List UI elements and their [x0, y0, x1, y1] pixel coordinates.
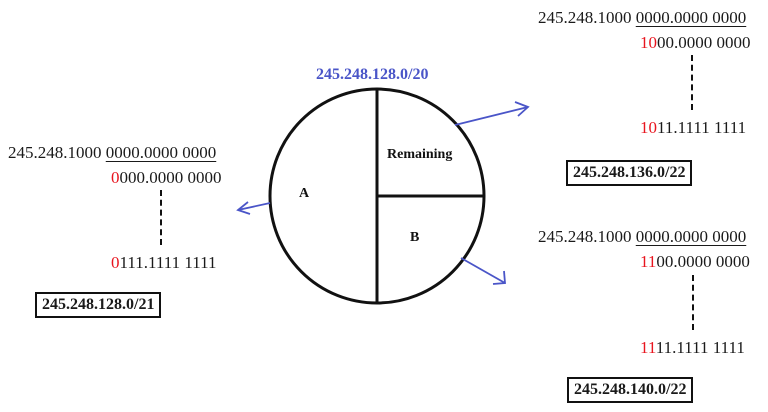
first-address: 1000.0000 0000	[640, 33, 751, 53]
first-address: 1100.0000 0000	[640, 252, 750, 272]
last-address: 0111.1111 1111	[111, 253, 216, 273]
host-bits: 00.0000 0000	[656, 252, 750, 271]
host-bits: 11.1111 1111	[655, 338, 745, 357]
result-subnet-a: 245.248.128.0/21	[35, 292, 162, 318]
subnet-bits: 11	[640, 338, 656, 357]
last-address: 1011.1111 1111	[640, 118, 746, 138]
base-address: 245.248.1000 0000.0000 0000	[538, 227, 746, 247]
host-bits: 11.1111 1111	[657, 118, 747, 137]
result-subnet-remaining: 245.248.136.0/22	[566, 160, 693, 186]
host-bits: 000.0000 0000	[119, 168, 222, 187]
range-ellipsis	[692, 275, 694, 330]
section-label-b: B	[410, 230, 420, 245]
section-label-a: A	[299, 186, 310, 201]
range-ellipsis	[160, 190, 162, 245]
base-host-bits: 0000.0000 0000	[635, 8, 747, 27]
subnet-bits: 0	[111, 253, 120, 272]
subnet-bits: 0	[111, 168, 120, 187]
base-host-bits: 0000.0000 0000	[105, 143, 217, 162]
first-address: 0000.0000 0000	[111, 168, 222, 188]
arrow-icon-b	[460, 257, 506, 285]
host-bits: 111.1111 1111	[119, 253, 217, 272]
result-subnet-b: 245.248.140.0/22	[567, 377, 694, 403]
subnet-bits: 10	[640, 33, 657, 52]
base-address: 245.248.1000 0000.0000 0000	[8, 143, 216, 163]
subnet-bits: 11	[640, 252, 657, 271]
base-prefix: 245.248.1000	[538, 8, 636, 27]
arrow-icon-remaining	[454, 101, 530, 126]
arrow-icon-a	[236, 201, 271, 215]
last-address: 1111.1111 1111	[640, 338, 745, 358]
base-address: 245.248.1000 0000.0000 0000	[538, 8, 746, 28]
subnet-bits: 10	[640, 118, 657, 137]
base-host-bits: 0000.0000 0000	[635, 227, 747, 246]
base-prefix: 245.248.1000	[538, 227, 636, 246]
section-label-remaining: Remaining	[387, 147, 453, 162]
base-prefix: 245.248.1000	[8, 143, 106, 162]
range-ellipsis	[691, 55, 693, 110]
host-bits: 00.0000 0000	[657, 33, 751, 52]
network-title: 245.248.128.0/20	[316, 66, 429, 83]
